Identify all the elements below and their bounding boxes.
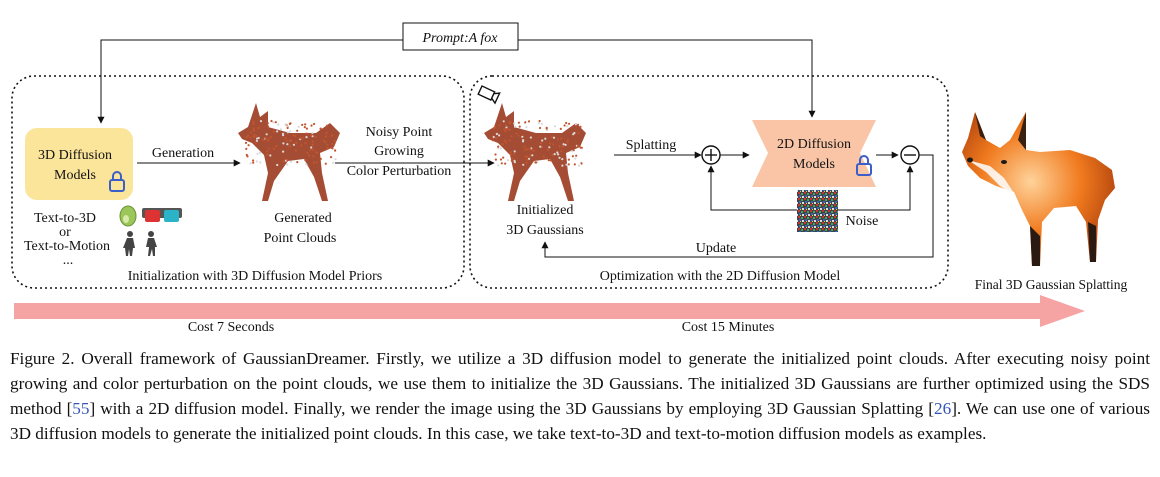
- timeline-arrow: [14, 295, 1085, 327]
- lock-icon: [109, 171, 125, 192]
- cost-7-seconds: Cost 7 Seconds: [188, 320, 274, 335]
- 2d-diffusion-model-label-2: Models: [793, 157, 835, 172]
- final-fox-render: [962, 112, 1115, 266]
- citation-26-link[interactable]: 26: [934, 399, 952, 418]
- optimization-title: Optimization with the 2D Diffusion Model: [600, 269, 841, 284]
- noisy-label-1: Noisy Point: [366, 125, 433, 140]
- initialization-title: Initialization with 3D Diffusion Model P…: [128, 269, 382, 284]
- prompt-box: [402, 22, 519, 51]
- 2d-diffusion-model-shape: [752, 120, 876, 187]
- 3d-diffusion-model-box: [25, 128, 133, 200]
- initialized-label-2: 3D Gaussians: [506, 223, 583, 238]
- caption-part-2: ] with a 2D diffusion model. Finally, we…: [89, 399, 935, 418]
- 3d-diffusion-model-label-1: 3D Diffusion: [38, 148, 112, 163]
- text-to-motion-label: Text-to-Motion: [24, 239, 110, 254]
- caption-part-3: ]. We can use one of various 3D diffusio…: [10, 399, 1150, 443]
- optimization-box: [469, 75, 949, 289]
- lock-icon: [856, 155, 872, 176]
- figure-caption: Figure 2. Overall framework of GaussianD…: [10, 346, 1150, 446]
- generation-label: Generation: [152, 146, 214, 161]
- 2d-diffusion-model-label-1: 2D Diffusion: [777, 137, 851, 152]
- caption-part-1: Figure 2. Overall framework of GaussianD…: [10, 349, 1150, 418]
- avocado-chair-icon: [119, 205, 137, 227]
- initialized-gaussians-fox: [484, 103, 586, 201]
- generated-point-cloud-fox: [238, 103, 340, 201]
- noisy-label-3: Color Perturbation: [347, 164, 452, 179]
- text-to-3d-label: Text-to-3D: [34, 211, 96, 226]
- noise-to-minus-arrow: [838, 165, 914, 211]
- human-figure-icon: [123, 231, 157, 256]
- prompt-to-2d-arrow: [518, 39, 816, 118]
- update-label: Update: [696, 241, 736, 256]
- update-arrow: [541, 154, 934, 258]
- prompt-label: Prompt:A fox: [421, 31, 498, 46]
- prompt-to-3d-arrow: [97, 39, 403, 124]
- 3d-glasses-icon: [142, 208, 182, 222]
- noisy-label-2: Growing: [374, 144, 424, 159]
- noise-image: [797, 190, 838, 232]
- ellipsis-label: ...: [63, 253, 74, 268]
- minus-circle-icon: [900, 145, 920, 165]
- generated-label-1: Generated: [274, 211, 332, 226]
- noise-to-plus-arrow: [707, 165, 797, 211]
- initialization-box: [11, 75, 465, 289]
- framework-figure: Prompt:A fox Initialization with 3D Diff…: [11, 22, 1128, 335]
- or-label: or: [59, 225, 71, 240]
- plus-circle-icon: [701, 145, 721, 165]
- camera-icon: [477, 85, 501, 105]
- splatting-label: Splatting: [626, 138, 677, 153]
- citation-55-link[interactable]: 55: [72, 399, 90, 418]
- cost-15-minutes: Cost 15 Minutes: [682, 320, 775, 335]
- final-label: Final 3D Gaussian Splatting: [975, 277, 1128, 292]
- noise-label: Noise: [846, 214, 879, 229]
- generated-label-2: Point Clouds: [264, 231, 337, 246]
- initialized-label-1: Initialized: [517, 203, 574, 218]
- 3d-diffusion-model-label-2: Models: [54, 168, 96, 183]
